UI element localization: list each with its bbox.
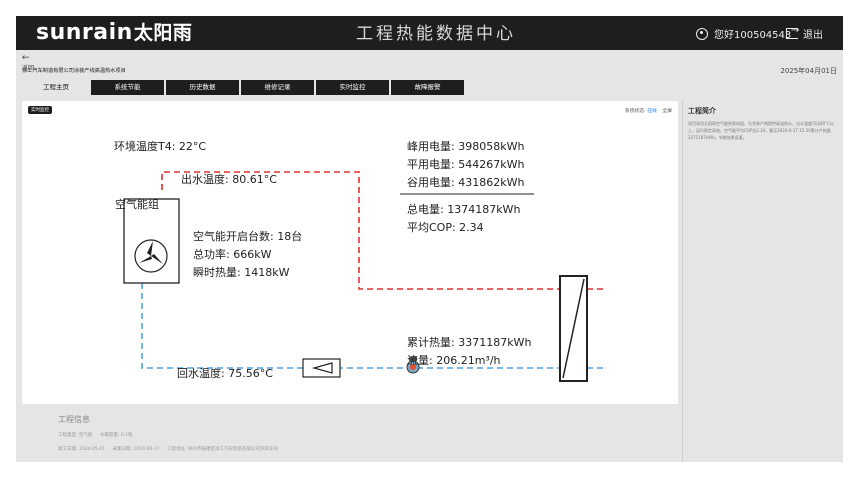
back-arrow-icon: ← [22,53,30,63]
project-name: 徐工汽车制造有限公司涂装产线高温热水项目 [22,68,126,74]
system-diagram [123,171,604,382]
sidebar: 工程简介 项目采用太阳雨空气能热泵机组，为涂装产线提供高温热水，出水温度可达80… [682,101,843,462]
units-on: 空气能开启台数: 18台 [193,230,303,243]
total-power: 总功率: 666kW [193,248,272,261]
top-header: sunrain太阳雨 工程热能数据中心 您好100504543 退出 [16,16,843,50]
user-info[interactable]: 您好100504543 [696,26,791,41]
tab-energy-saving[interactable]: 系统节能 [91,80,164,95]
logo-latin: sunrain [36,20,133,45]
flow-rate: 流量: 206.21m³/h [407,354,501,367]
logout-icon [786,25,799,39]
info-title: 工程信息 [58,415,90,424]
valley-power: 谷用电量: 431862kWh [407,176,525,189]
tab-home[interactable]: 工程主页 [23,80,89,95]
cumulative-heat: 累计热量: 3371187kWh [407,336,532,349]
user-icon [696,27,708,40]
tab-realtime[interactable]: 实时监控 [316,80,389,95]
unit-name: 空气能组 [115,198,159,211]
status-label: 系统状态: [624,109,646,114]
pump-arrow-icon [311,362,333,374]
tab-history[interactable]: 历史数据 [166,80,239,95]
total-energy: 总电量: 1374187kWh [407,203,521,216]
back-link[interactable]: ← 返回 [22,53,34,72]
tab-alarms[interactable]: 故障报警 [391,80,464,95]
info-row-2: 竣工日期: 2024-05-01 采集日期: 2024-06-17 工程地址: … [58,446,284,452]
monitor-panel: 实时监控 系统状态: 在线 全屏 [22,101,678,404]
return-temp: 回水温度: 75.56°C [177,367,273,380]
pump [302,358,341,378]
logout-button[interactable]: 退出 [786,25,823,41]
info-type: 工程类型: 空气能 [58,433,93,438]
air-source-unit [123,198,180,284]
info-address: 工程地址: 徐州市鼓楼区徐工汽车制造有限公司涂装车间 [167,447,279,452]
outlet-temp: 出水温度: 80.61°C [181,173,277,186]
fullscreen-button[interactable]: 全屏 [662,109,672,114]
peak-power: 峰用电量: 398058kWh [407,140,525,153]
monitor-badge: 实时监控 [28,106,52,114]
tab-maintenance[interactable]: 维修记录 [241,80,314,95]
tab-bar: 工程主页 系统节能 历史数据 维修记录 实时监控 故障报警 [23,80,466,95]
fan-icon [134,239,168,273]
flow-meter-icon [406,357,420,374]
app-frame: sunrain太阳雨 工程热能数据中心 您好100504543 退出 ← 返回 … [16,16,843,462]
logout-label: 退出 [803,30,823,41]
system-status: 系统状态: 在线 全屏 [625,107,672,114]
avg-cop: 平均COP: 2.34 [407,221,484,234]
page-title: 工程热能数据中心 [356,24,516,44]
flat-power: 平用电量: 544267kWh [407,158,525,171]
back-label: 返回 [22,65,35,72]
heat-exchanger-diagonal [562,278,585,379]
instant-heat: 瞬时热量: 1418kW [193,266,290,279]
info-collect-date: 采集日期: 2024-06-17 [112,447,160,452]
cold-water-pipe [141,283,604,369]
current-date: 2025年04月01日 [780,67,837,75]
info-row-1: 工程类型: 空气能 水箱容量: 0.1吨 [58,432,139,438]
hot-water-pipe [161,171,604,290]
status-value: 在线 [647,109,657,114]
info-complete-date: 竣工日期: 2024-05-01 [58,447,106,452]
brand-logo: sunrain太阳雨 [36,21,192,45]
info-capacity: 水箱容量: 0.1吨 [99,433,133,438]
sidebar-text: 项目采用太阳雨空气能热泵机组，为涂装产线提供高温热水，出水温度可达80°C以上，… [688,121,834,140]
logo-cn: 太阳雨 [133,22,193,44]
sidebar-title: 工程简介 [688,107,716,115]
ambient-temp: 环境温度T4: 22°C [114,140,207,153]
user-greeting: 您好100504543 [714,30,792,41]
